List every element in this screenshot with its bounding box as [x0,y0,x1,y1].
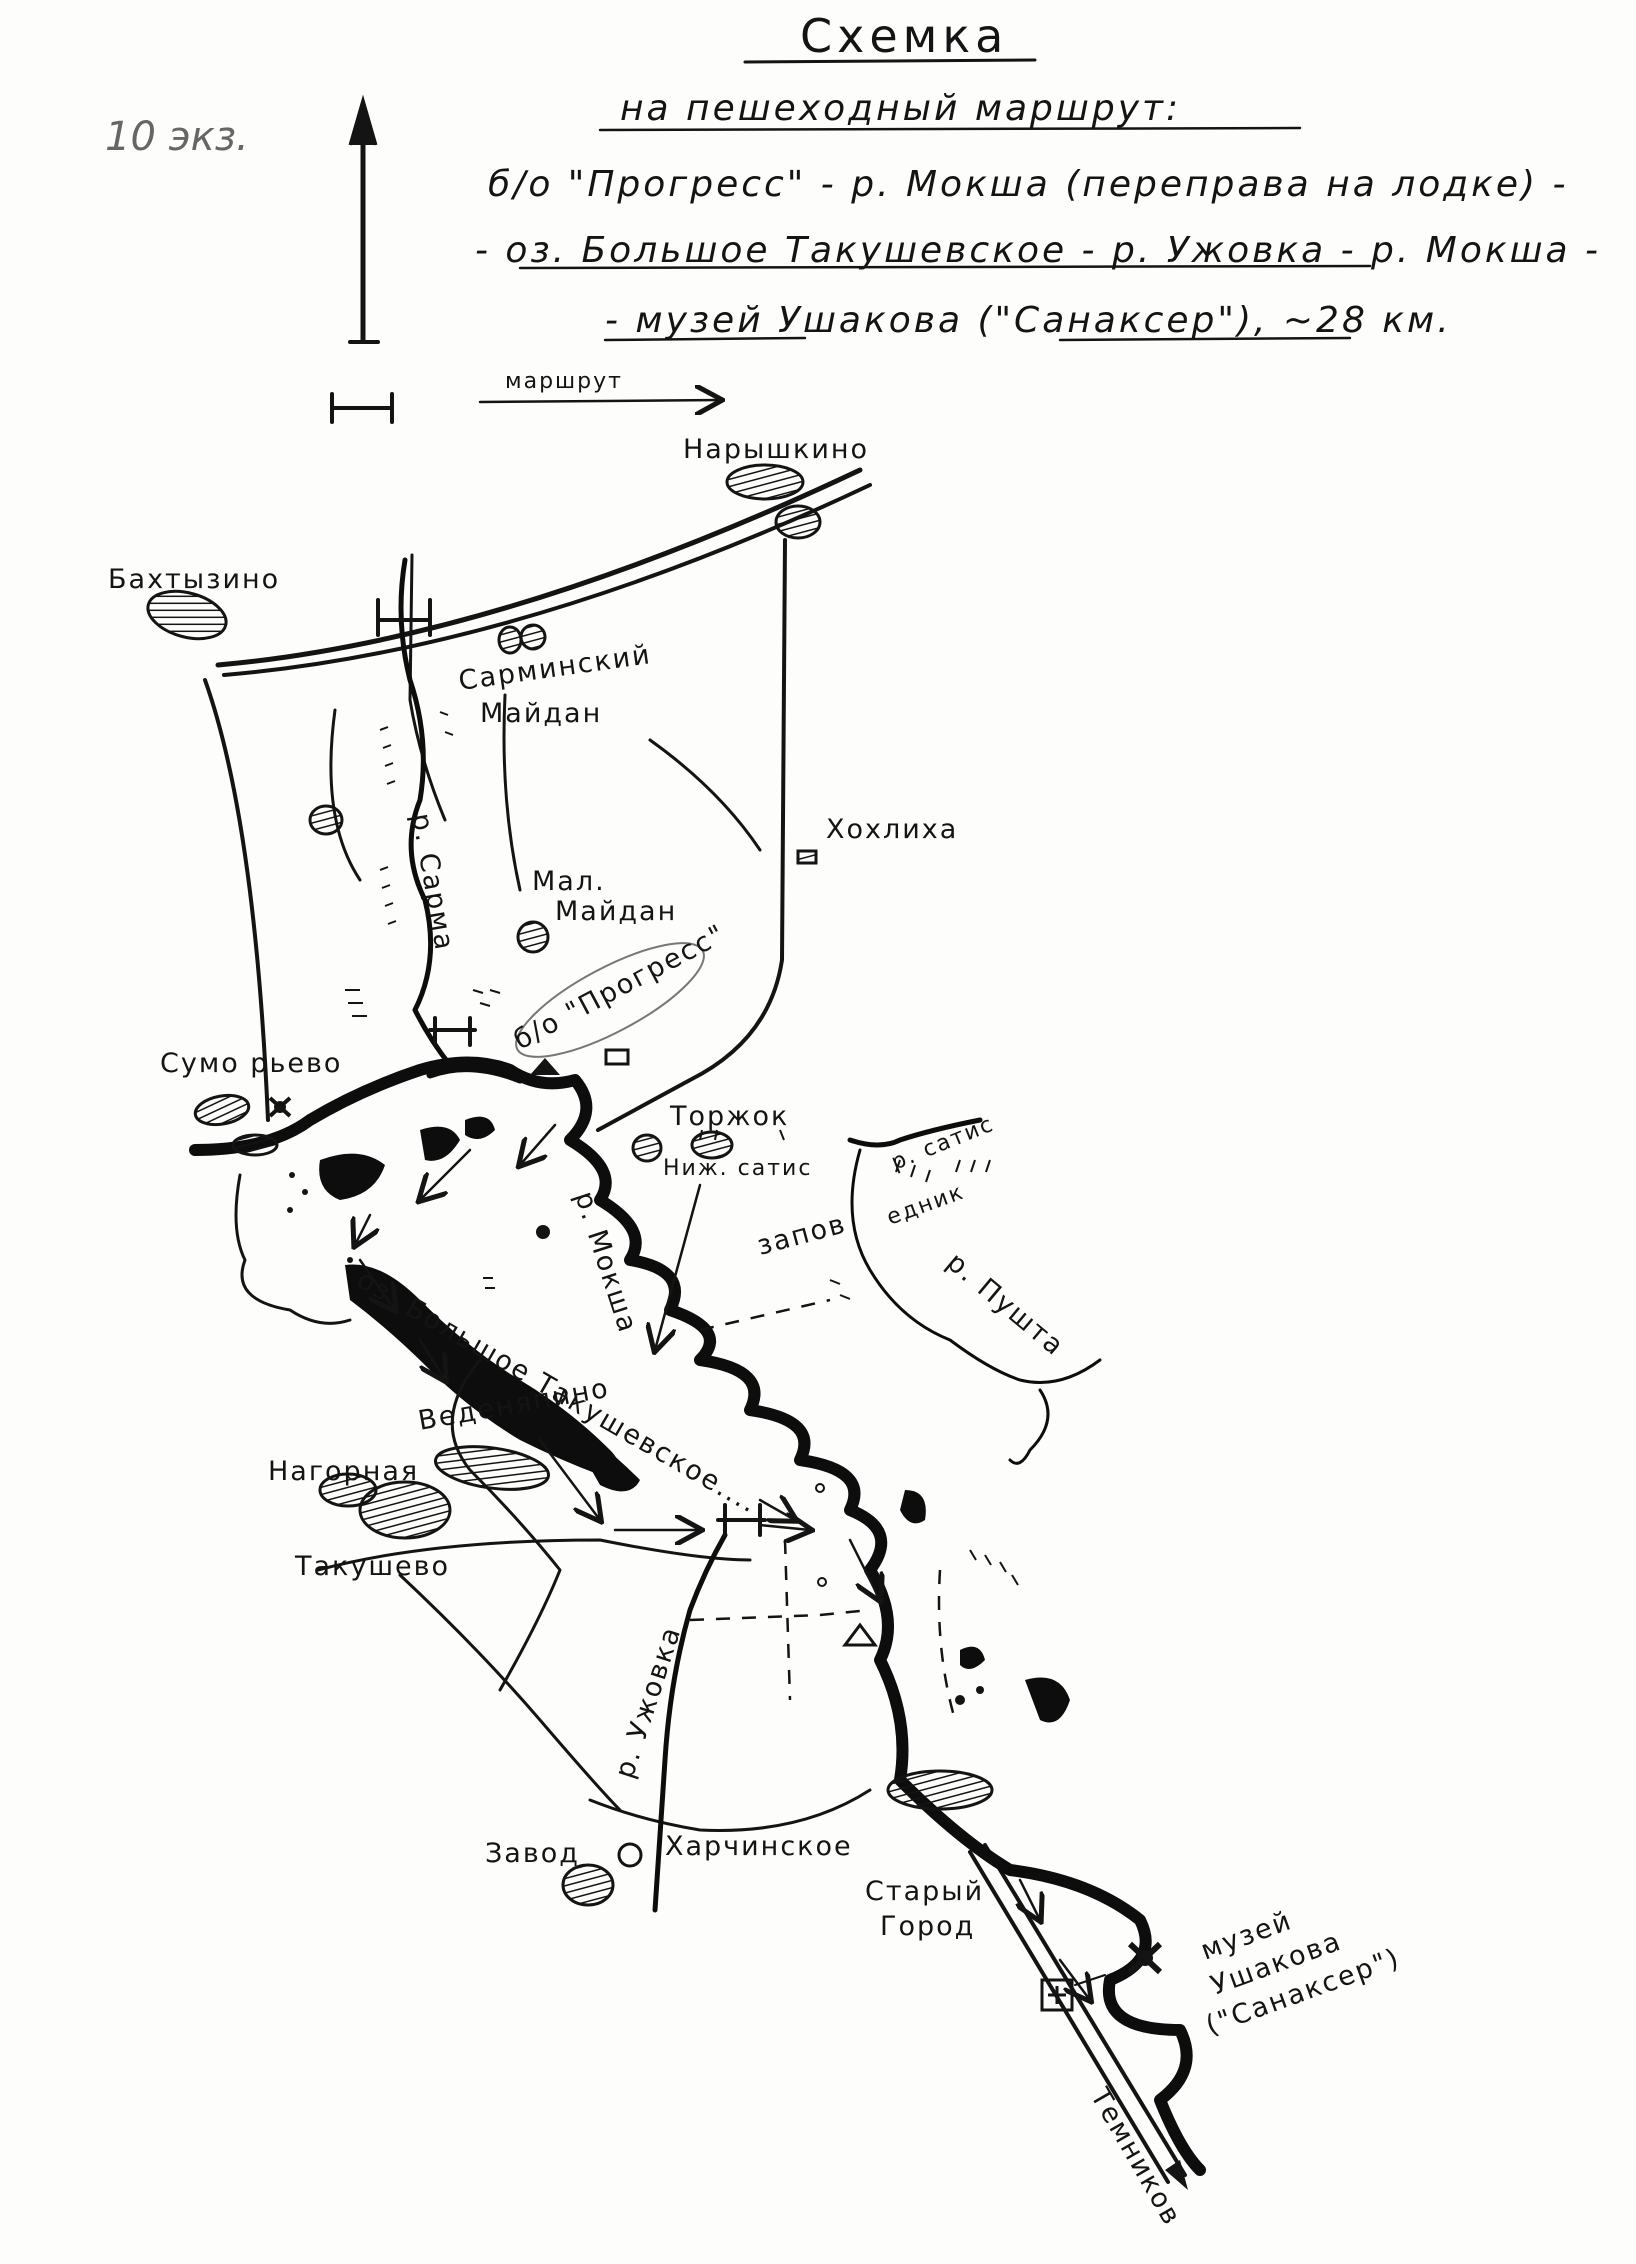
label-khokhlikha: Хохлиха [826,814,958,845]
label-torzhok: Торжок [669,1101,789,1132]
label-zavod: Завод [485,1838,580,1869]
settlement-naryshkino [725,463,805,501]
label-naryshkino: Нарышкино [683,434,869,465]
label-river-satis: р. сатис [888,1112,998,1176]
route-line-3: - музей Ушакова ("Санаксер"), ~28 км. [605,300,1452,341]
settlement-bakhtyzino [146,589,228,641]
settlement-zavod [561,1863,615,1907]
label-takushevo: Такушево [294,1551,450,1582]
north-arrow-icon [348,94,380,344]
route-legend: маршрут [478,369,720,402]
settlement-vedenyapino [433,1445,551,1491]
settlement-stary-gorod [886,1769,994,1811]
label-nizh-satis: Ниж. сатис [663,1156,812,1181]
settlements [146,463,994,1907]
label-river-pushta: р. Пушта [941,1247,1071,1363]
route-legend-label: маршрут [505,369,623,394]
route-line-1: б/о "Прогресс" - р. Мокша (переправа на … [488,164,1569,205]
rivers [189,557,1206,2176]
label-sumoryevo: Сумо рьево [160,1048,342,1079]
settlement-torzhok [690,1130,734,1160]
label-sarminsky-2: Майдан [480,698,602,729]
label-stary-gorod-1: Старый [865,1876,984,1907]
scale-bar-icon [330,392,394,424]
slope-marks [345,711,1019,1586]
settlement-takushevo [358,1480,452,1540]
route-arrows [355,1123,1090,2000]
map-subtitle: на пешеходный маршрут: [620,88,1181,129]
label-stary-gorod-2: Город [880,1911,975,1942]
label-kharchinskoe: Харчинское [665,1831,853,1862]
label-sarminsky-1: Сарминский [457,639,654,697]
settlement-sumoryevo [193,1093,251,1127]
label-mal-maidan-1: Мал. [532,866,606,897]
label-mal-maidan-2: Майдан [555,896,677,927]
label-river-sarma: р. Сарма [405,811,460,954]
museum-icon [1127,1941,1163,1975]
settlement-mal-maidan [516,920,550,954]
church-icon [268,1096,292,1118]
copies-note: 10 экз. [105,114,249,160]
label-zapovednik-2: едник [884,1180,968,1231]
base-marker-icon [530,1058,560,1075]
cemetery-icon [1040,1978,1074,2012]
label-nagornaya: Нагорная [268,1456,419,1487]
route-line-2: - оз. Большое Такушевское - р. Ужовка - … [475,230,1601,271]
label-zapovednik-1: запов [754,1208,850,1261]
map-title: Схемка [800,9,1008,63]
label-bakhtyzino: Бахтызино [108,564,280,595]
label-river-uzhovka: р. Ужовка [609,1622,687,1782]
small-lakes [287,1172,984,1705]
